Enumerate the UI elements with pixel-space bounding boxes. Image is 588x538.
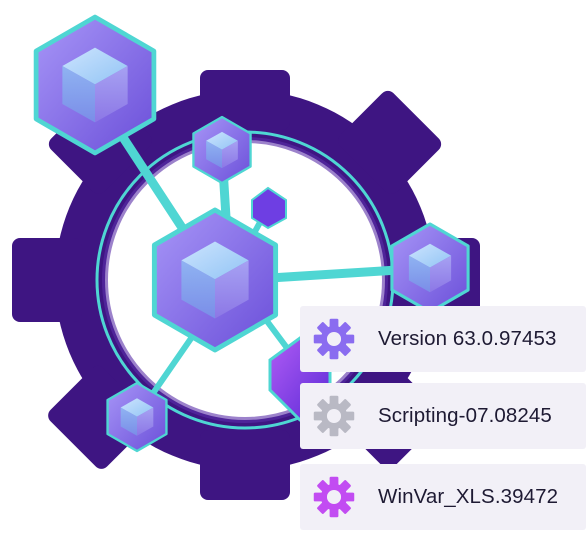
scripting-card: Scripting-07.08245 <box>300 383 586 449</box>
scripting-label: Scripting-07.08245 <box>378 404 552 427</box>
gear-icon <box>313 476 355 518</box>
gear-icon <box>313 318 355 360</box>
small-diamond-icon <box>251 186 287 230</box>
winvar-card: WinVar_XLS.39472 <box>300 464 586 530</box>
version-label: Version 63.0.97453 <box>378 327 557 350</box>
gear-icon <box>313 395 355 437</box>
version-card: Version 63.0.97453 <box>300 306 586 372</box>
winvar-label: WinVar_XLS.39472 <box>378 485 559 508</box>
